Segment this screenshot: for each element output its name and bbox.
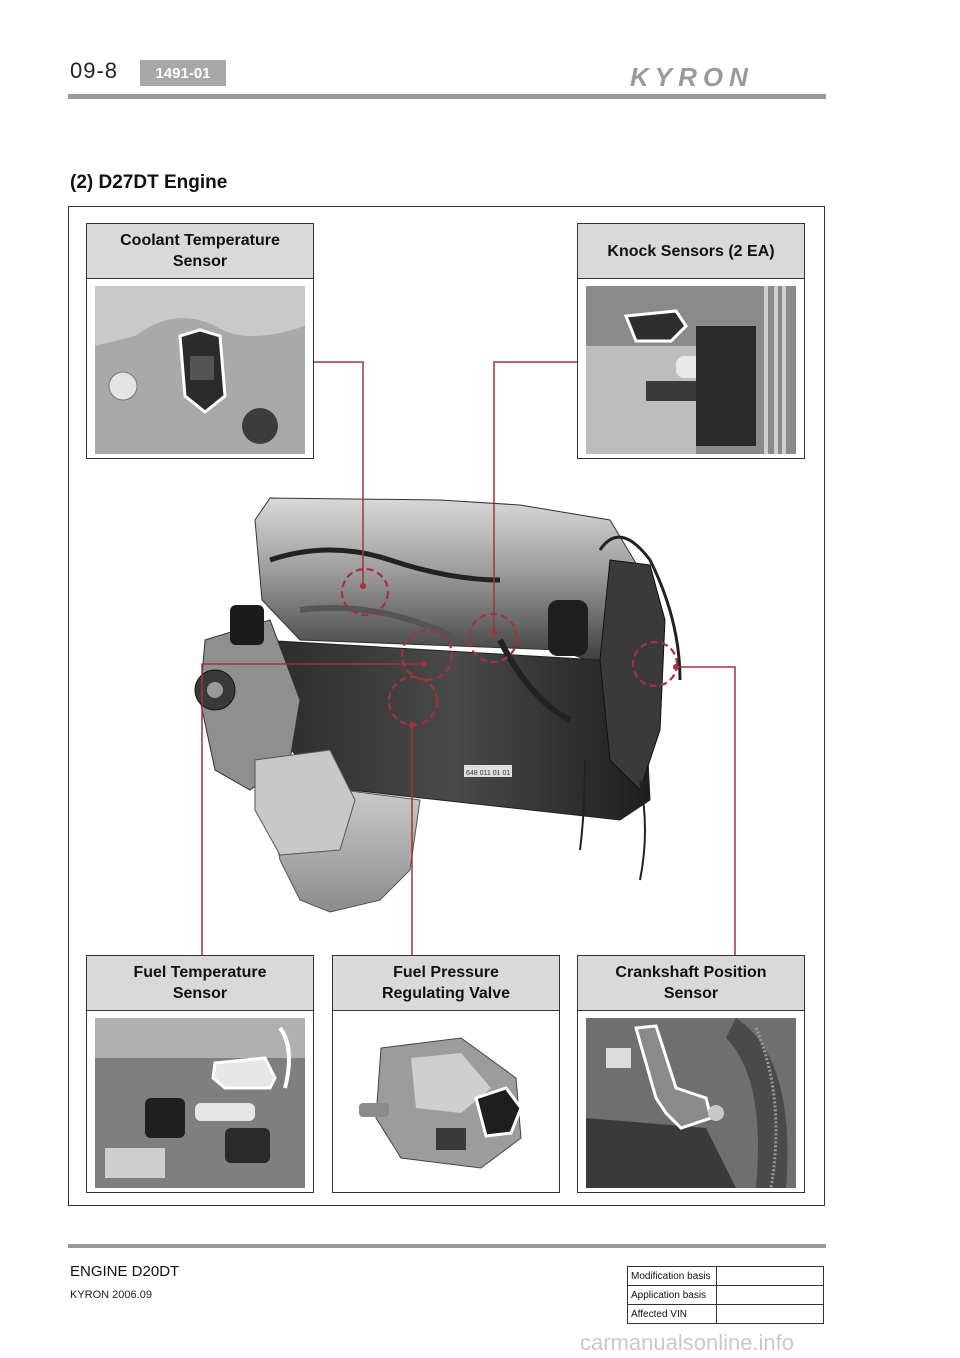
fuel-temp-leader-line [201,663,424,955]
callout-label: Knock Sensors (2 EA) [578,224,804,279]
footer-rule [68,1244,826,1248]
table-value [716,1285,824,1305]
section-title: (2) D27DT Engine [70,172,228,193]
callout-label: Fuel Temperature Sensor [87,956,313,1011]
callout-fuel-temperature-sensor: Fuel Temperature Sensor [86,955,314,1193]
knock-sensor-marker [467,612,519,664]
coolant-leader-line [313,361,364,586]
table-row: Application basis [627,1285,824,1305]
callout-fuel-pressure-regulating-valve: Fuel Pressure Regulating Valve [332,955,560,1193]
footer-subtitle: KYRON 2006.09 [70,1289,152,1301]
callout-knock-sensors: Knock Sensors (2 EA) [577,223,805,459]
engine-photo: 648 011 01 01 [194,497,682,913]
table-row: Modification basis [627,1266,824,1286]
callout-label: Coolant Temperature Sensor [87,224,313,279]
table-value [716,1304,824,1324]
fuel-pump-photo [341,1018,551,1188]
watermark: carmanualsonline.info [580,1330,795,1355]
callout-label: Fuel Pressure Regulating Valve [333,956,559,1011]
table-row: Affected VIN [627,1304,824,1324]
knock-sensor-photo [586,286,796,454]
table-key: Affected VIN [627,1304,717,1324]
section-code-badge: 1491-01 [140,60,226,86]
crankshaft-sensor-marker [631,640,679,688]
figure-frame [68,206,825,1206]
fuel-temp-sensor-photo [95,1018,305,1188]
coolant-sensor-photo [95,286,305,454]
table-key: Application basis [627,1285,717,1305]
page-number: 09-8 [70,58,119,83]
coolant-sensor-marker [340,567,390,617]
callout-coolant-temperature-sensor: Coolant Temperature Sensor [86,223,314,459]
table-value [716,1266,824,1286]
kyron-logo: KYRON [630,64,754,90]
fuel-temp-sensor-marker [400,628,454,682]
footer-title: ENGINE D20DT [70,1263,180,1280]
engine-serial-plate: 648 011 01 01 [466,770,510,777]
modification-basis-table: Modification basis Application basis Aff… [627,1266,824,1324]
knock-leader-line [493,361,577,632]
logo-text: KYRON [630,64,754,90]
crankshaft-leader-line [676,666,736,955]
crankshaft-sensor-photo [586,1018,796,1188]
callout-label: Crankshaft Position Sensor [578,956,804,1011]
callout-crankshaft-position-sensor: Crankshaft Position Sensor [577,955,805,1193]
table-key: Modification basis [627,1266,717,1286]
header-rule [68,94,826,99]
